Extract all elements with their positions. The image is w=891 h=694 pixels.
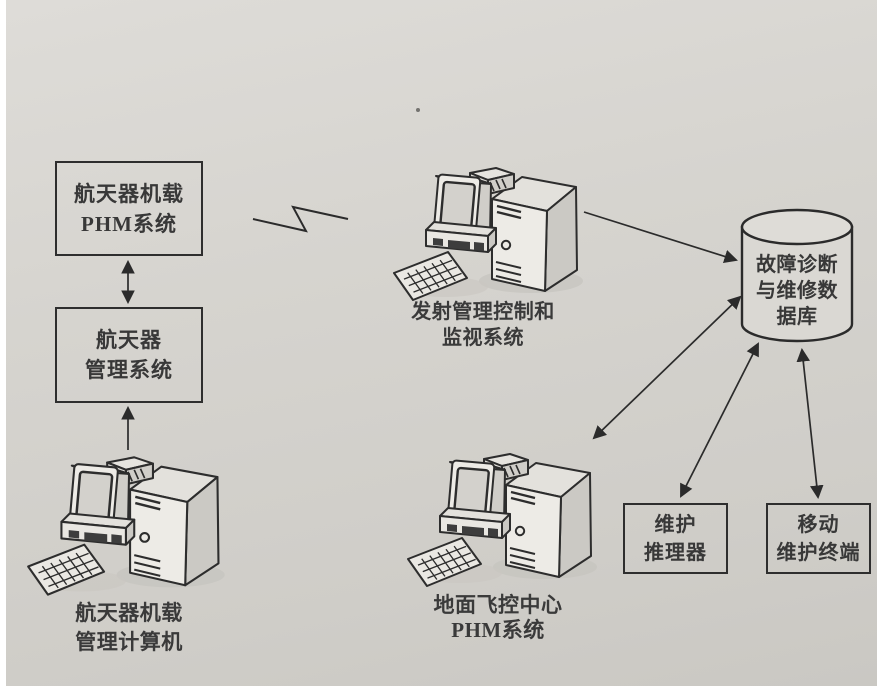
scan-speck [416, 108, 420, 112]
caption-ground-phm-system: 地面飞控中心 PHM系统 [398, 593, 598, 643]
database-label-line: 据库 [776, 306, 818, 328]
node-maintenance-reasoner: 维护 推理器 [623, 503, 728, 574]
node-label-line: 航天器机载 [74, 181, 184, 206]
wireless-link-zigzag-icon [252, 205, 349, 233]
arrow-database-groundphm [592, 295, 742, 440]
caption-onboard-mgmt-computer: 航天器机载 管理计算机 [29, 599, 229, 657]
database-label-line: 故障诊断 [756, 254, 838, 276]
node-spacecraft-mgmt-system: 航天器 管理系统 [55, 307, 203, 403]
node-label-line: 维护终端 [776, 541, 861, 564]
caption-line: PHM系统 [451, 618, 545, 642]
arrow-launchcontrol-database [583, 211, 738, 264]
arrow-database-reasoner [680, 342, 759, 498]
node-label-line: 航天器 [96, 328, 162, 352]
caption-line: 航天器机载 [75, 601, 183, 625]
node-label-line: 移动 [797, 513, 840, 536]
database-label-line: 与维修数 [756, 280, 838, 302]
node-label-line: PHM系统 [81, 211, 177, 236]
computer-icon-ground-phm [406, 452, 599, 588]
caption-launch-control-system: 发射管理控制和 监视系统 [383, 299, 583, 351]
arrow-database-mobileterminal [796, 347, 824, 500]
database-label: 故障诊断 与维修数 据库 [744, 252, 850, 330]
database-cylinder-icon [740, 208, 854, 343]
node-label-line: 维护 [654, 513, 697, 536]
computer-icon-onboard-management [26, 456, 226, 596]
caption-line: 管理计算机 [75, 630, 183, 654]
node-mobile-maintenance-terminal: 移动 维护终端 [766, 503, 871, 574]
caption-line: 发射管理控制和 [411, 301, 555, 323]
computer-icon-launch-control [392, 166, 585, 302]
caption-line: 监视系统 [442, 327, 524, 349]
node-label-line: 推理器 [644, 541, 707, 564]
caption-line: 地面飞控中心 [433, 593, 563, 617]
node-label-line: 管理系统 [85, 358, 173, 382]
node-onboard-phm-system: 航天器机载 PHM系统 [55, 161, 203, 256]
